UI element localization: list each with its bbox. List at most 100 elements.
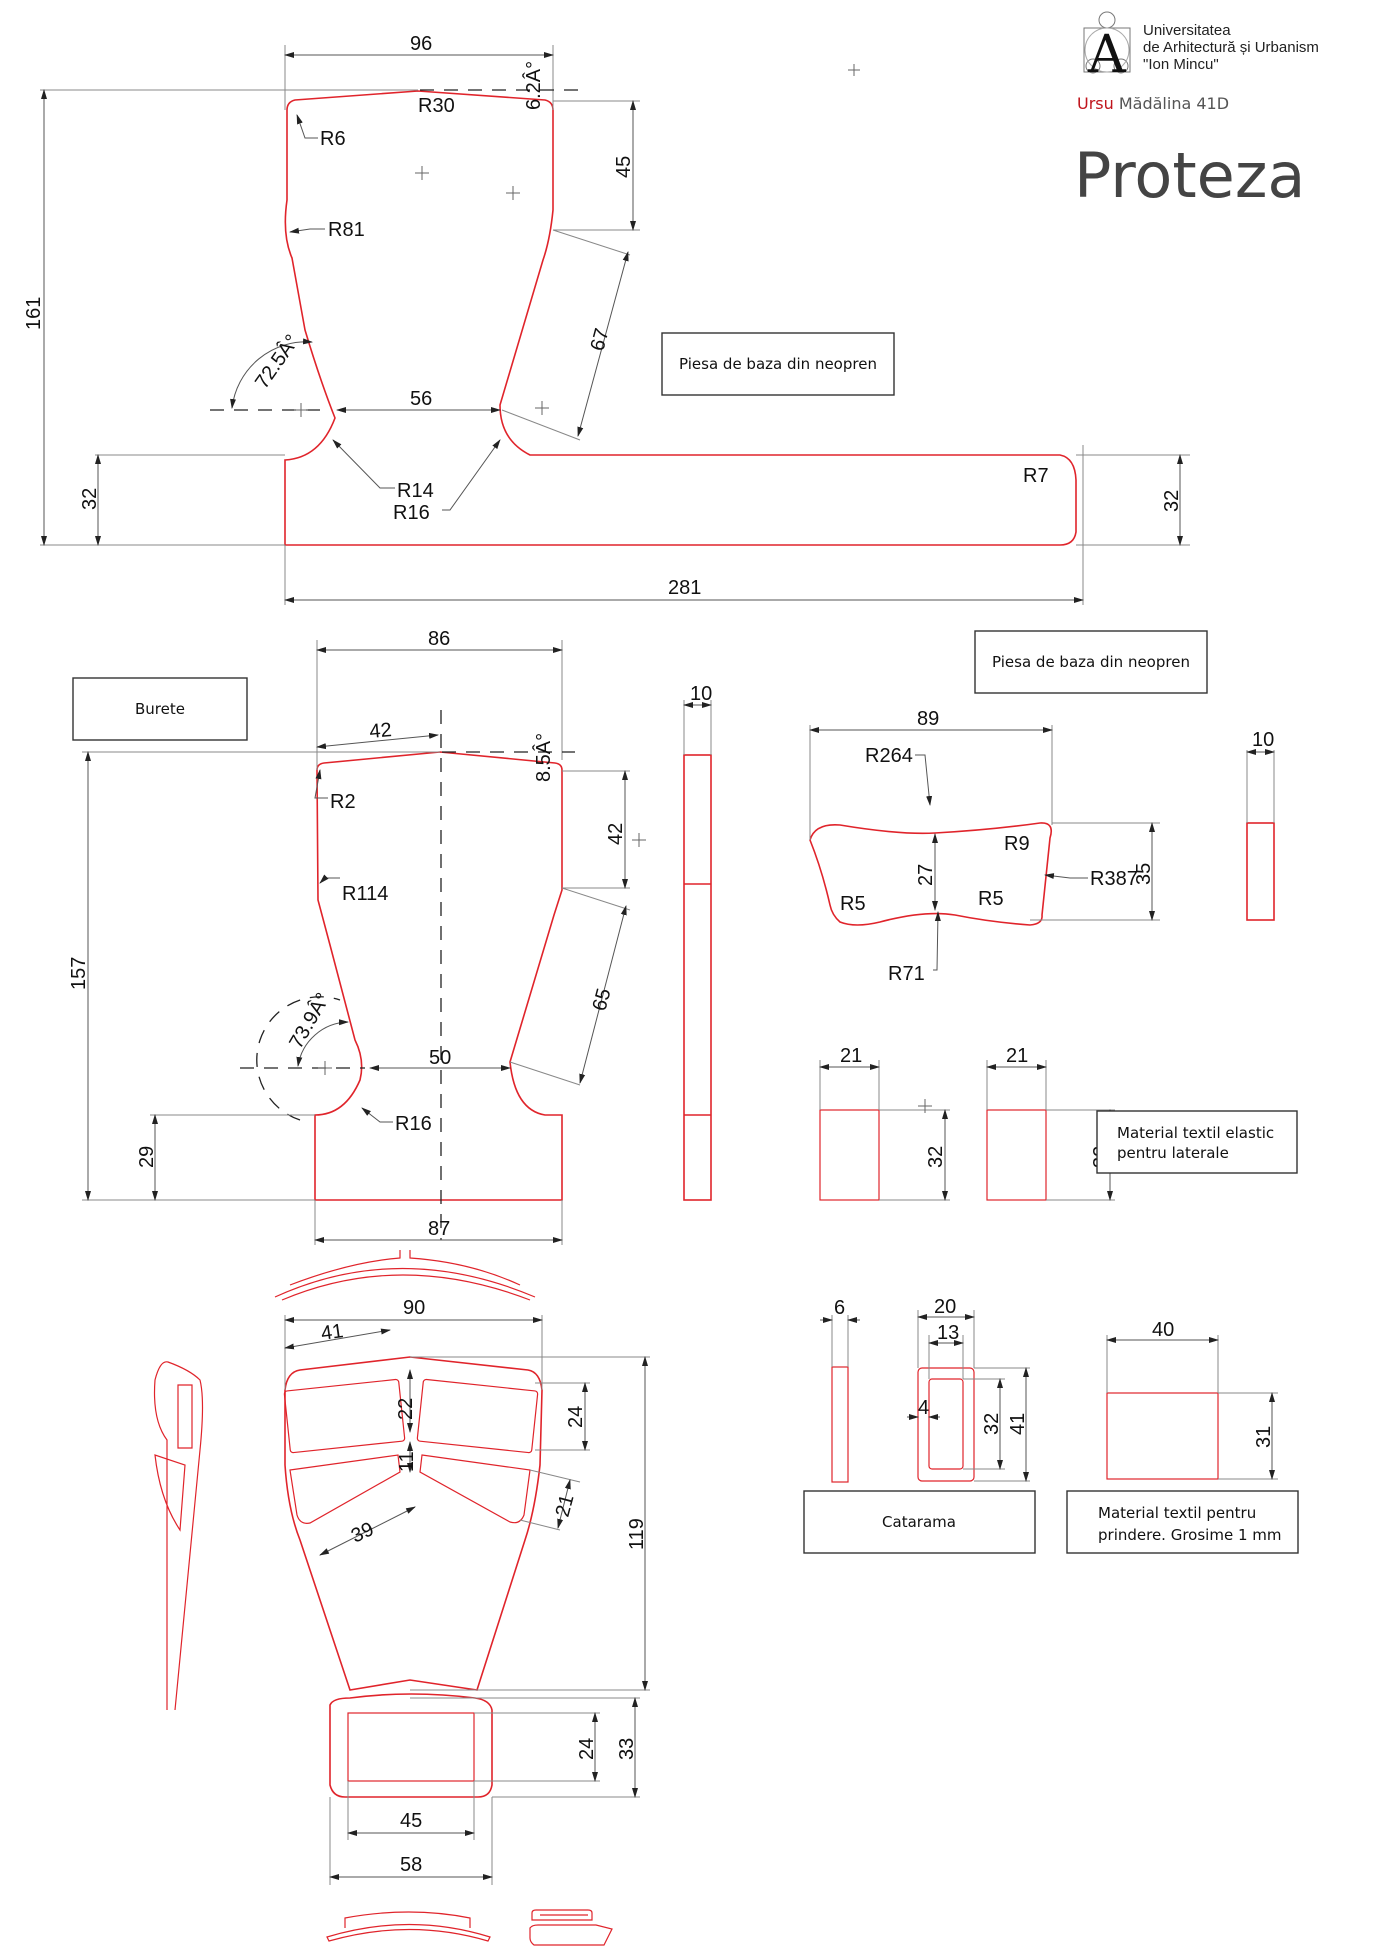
university-name-line3: "Ion Mincu"	[1143, 56, 1219, 73]
dim-part8-outer-w: 58	[400, 1854, 422, 1876]
part7-shell: 90 41 22 24 11 21 39 119	[153, 1250, 650, 1711]
dim-part7-h24: 24	[565, 1406, 587, 1428]
dim-part1-neck56: 56	[410, 388, 432, 410]
dim-part1-angle-side: 72.5Â°	[250, 330, 303, 393]
dim-part1-h45: 45	[613, 156, 635, 178]
part4-elastic-textile: 21 32 21 32 Material textil elastic pent…	[819, 1045, 1298, 1201]
dim-part3-h27: 27	[915, 864, 937, 886]
registration-cross	[848, 64, 860, 76]
dim-part7-w90: 90	[403, 1297, 425, 1319]
dim-part2-slant65: 65	[589, 986, 616, 1013]
part5-inner-frame	[928, 1378, 964, 1470]
dim-part8-inner-w: 45	[400, 1810, 422, 1832]
dim-part2-total-height: 157	[68, 957, 90, 990]
part7-outline	[284, 1356, 543, 1691]
part2-label-box	[72, 677, 248, 741]
dim-part7-h21: 21	[552, 1492, 579, 1519]
part8-clip	[529, 1909, 613, 1946]
center-mark	[318, 1061, 332, 1075]
center-mark	[415, 166, 429, 180]
part7-top-view	[274, 1250, 536, 1301]
dim-part3-h35: 35	[1133, 863, 1155, 885]
dim-part1-slant67: 67	[587, 326, 614, 353]
university-logo: A Universitatea de Arhitectură și Urbani…	[1083, 11, 1319, 85]
dim-part2-angle-top: 8.5Â°	[532, 733, 555, 782]
logo-icon: A	[1083, 11, 1131, 85]
dim-part7-w39: 39	[348, 1518, 377, 1547]
author-first-name: Ursu	[1077, 94, 1114, 113]
dim-part1-r81: R81	[328, 219, 365, 241]
dim-part2-h42: 42	[605, 823, 627, 845]
dim-part1-r7: R7	[1023, 465, 1049, 487]
dim-part7-w41: 41	[320, 1320, 345, 1345]
part7-window-tr	[416, 1378, 539, 1454]
dim-part5-inner-w: 13	[937, 1322, 959, 1344]
dim-part5-outer-w: 20	[934, 1296, 956, 1318]
dim-part2-half42: 42	[369, 719, 393, 743]
center-mark	[632, 833, 646, 847]
dim-part1-base-h-left: 32	[79, 488, 101, 510]
dim-part6-w: 40	[1152, 1319, 1174, 1341]
part5-label-box	[803, 1490, 1036, 1554]
part2-sponge: 86 42 8.5Â° R2 R114 42 65 157 73.9Â° 50 …	[68, 628, 712, 1245]
dim-part1-r6: R6	[320, 128, 346, 150]
part5-buckle: 6 20 13 4 32 41 Catarama	[803, 1296, 1036, 1554]
center-mark	[506, 186, 520, 200]
dim-part3-r264: R264	[865, 745, 913, 767]
dim-part5-inner-h: 32	[981, 1413, 1003, 1435]
part8-inner-window	[347, 1712, 475, 1782]
author-rest: Mădălina 41D	[1119, 94, 1229, 113]
part2-side-view	[683, 754, 712, 1201]
dim-part2-r2: R2	[330, 791, 356, 813]
dim-part7-h11: 11	[396, 1451, 418, 1472]
dim-part2-r114: R114	[342, 883, 388, 905]
center-mark	[294, 403, 308, 417]
part4-label-line1: Material textil elastic	[1117, 1124, 1274, 1142]
center-mark	[535, 401, 549, 415]
dim-part2-r16: R16	[395, 1113, 432, 1135]
dim-part4-w1: 21	[840, 1045, 862, 1067]
part7-window-br	[419, 1454, 531, 1524]
part3-side-view	[1246, 822, 1275, 921]
part1-label-box	[661, 332, 895, 396]
dim-part2-thickness: 10	[690, 683, 712, 705]
dim-part1-angle-top: 6.2Â°	[522, 61, 545, 110]
dim-part8-inner-h: 24	[576, 1738, 598, 1760]
dim-part2-top-width: 86	[428, 628, 450, 650]
part6-label-line1: Material textil pentru	[1098, 1504, 1256, 1522]
dim-part7-h22: 22	[395, 1398, 417, 1420]
part8-curved-strip	[326, 1911, 491, 1942]
part4-piece-left	[819, 1109, 880, 1201]
dim-part2-angle-side: 73.9Â°	[284, 989, 334, 1053]
dim-part3-thickness: 10	[1252, 729, 1274, 751]
dim-part3-r5-right: R5	[978, 888, 1004, 910]
author-name: Ursu Mădălina 41D	[1077, 94, 1229, 113]
dim-part3-r5-left: R5	[840, 893, 866, 915]
dim-part3-r387: R387	[1090, 868, 1138, 890]
part6-piece	[1106, 1392, 1219, 1480]
part8-outer-frame	[329, 1693, 493, 1798]
part6-label-box	[1066, 1490, 1299, 1554]
dim-part1-r16: R16	[393, 502, 430, 524]
dim-part4-w2: 21	[1006, 1045, 1028, 1067]
part7-window-bl	[289, 1454, 401, 1524]
dim-part4-h1: 32	[925, 1146, 947, 1168]
part5-side-view	[831, 1366, 849, 1483]
part3-label: Piesa de baza din neopren	[992, 653, 1190, 671]
part3-neoprene-piece: 89 R264 27 R9 R5 R5 R387 35 R71 10 Piesa…	[809, 630, 1275, 985]
sheet-title: Proteza	[1074, 139, 1305, 212]
svg-text:A: A	[1087, 25, 1127, 85]
dim-part2-neck50: 50	[429, 1047, 451, 1069]
university-name-line1: Universitatea	[1143, 22, 1231, 39]
dim-part7-h119: 119	[626, 1518, 648, 1550]
part4-label-line2: pentru laterale	[1117, 1144, 1229, 1162]
part8-lower-frame: 24 33 45 58	[326, 1693, 640, 1946]
dim-part8-outer-h: 33	[616, 1738, 638, 1760]
dim-part1-top-width: 96	[410, 33, 432, 55]
part6-textile-strap: 40 31 Material textil pentru prindere. G…	[1066, 1319, 1299, 1554]
part7-side-profile	[153, 1361, 204, 1711]
dim-part2-base-h: 29	[136, 1146, 158, 1168]
dim-part1-total-length: 281	[668, 577, 701, 599]
part2-label: Burete	[135, 700, 185, 718]
